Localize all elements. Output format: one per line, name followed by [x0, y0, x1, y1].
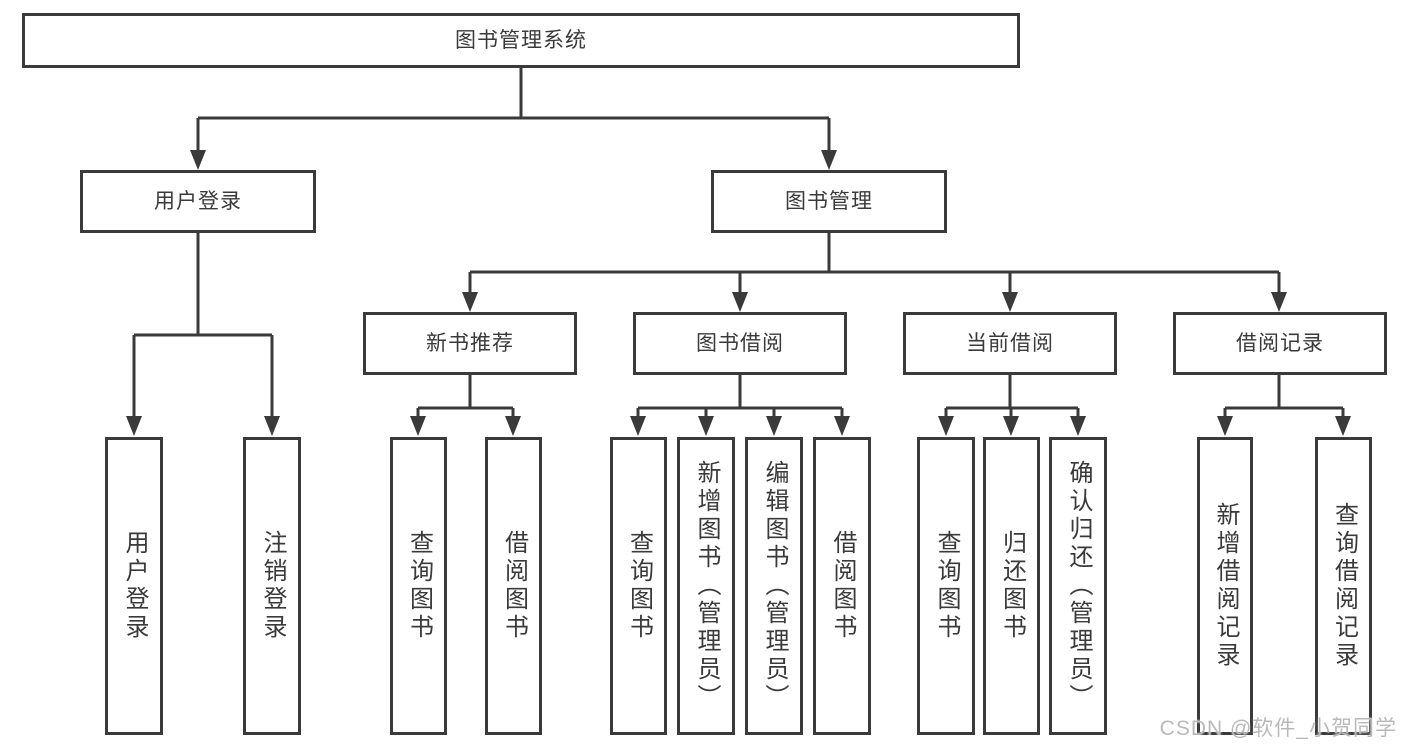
- leaf-return-books: 归还图书: [983, 437, 1040, 735]
- leaf-query-books-recommend: 查询图书: [390, 437, 447, 735]
- node-library-management-system: 图书管理系统: [22, 13, 1020, 68]
- watermark-text: CSDN @软件_小贺同学: [1159, 717, 1397, 740]
- node-new-book-recommendation: 新书推荐: [363, 312, 577, 375]
- leaf-borrow-books-recommend: 借阅图书: [485, 437, 542, 735]
- leaf-query-books-borrow: 查询图书: [610, 437, 667, 735]
- leaf-confirm-return-admin: 确认归还（管理员）: [1049, 437, 1107, 735]
- node-book-management: 图书管理: [711, 170, 947, 233]
- leaf-query-books-current: 查询图书: [917, 437, 975, 735]
- leaf-logout-login: 注销登录: [243, 437, 301, 735]
- node-book-borrowing: 图书借阅: [633, 312, 847, 375]
- arrowheads: [126, 150, 1351, 436]
- leaf-add-books-admin: 新增图书（管理员）: [677, 437, 735, 735]
- leaf-edit-books-admin: 编辑图书（管理员）: [745, 437, 803, 735]
- node-current-borrowing: 当前借阅: [903, 312, 1117, 375]
- leaf-query-borrow-record: 查询借阅记录: [1315, 437, 1372, 735]
- leaf-borrow-books-borrow: 借阅图书: [813, 437, 871, 735]
- leaf-user-login: 用户登录: [105, 437, 163, 735]
- node-borrowing-records: 借阅记录: [1173, 312, 1387, 375]
- node-user-login: 用户登录: [80, 170, 316, 233]
- leaf-add-borrow-record: 新增借阅记录: [1197, 437, 1253, 735]
